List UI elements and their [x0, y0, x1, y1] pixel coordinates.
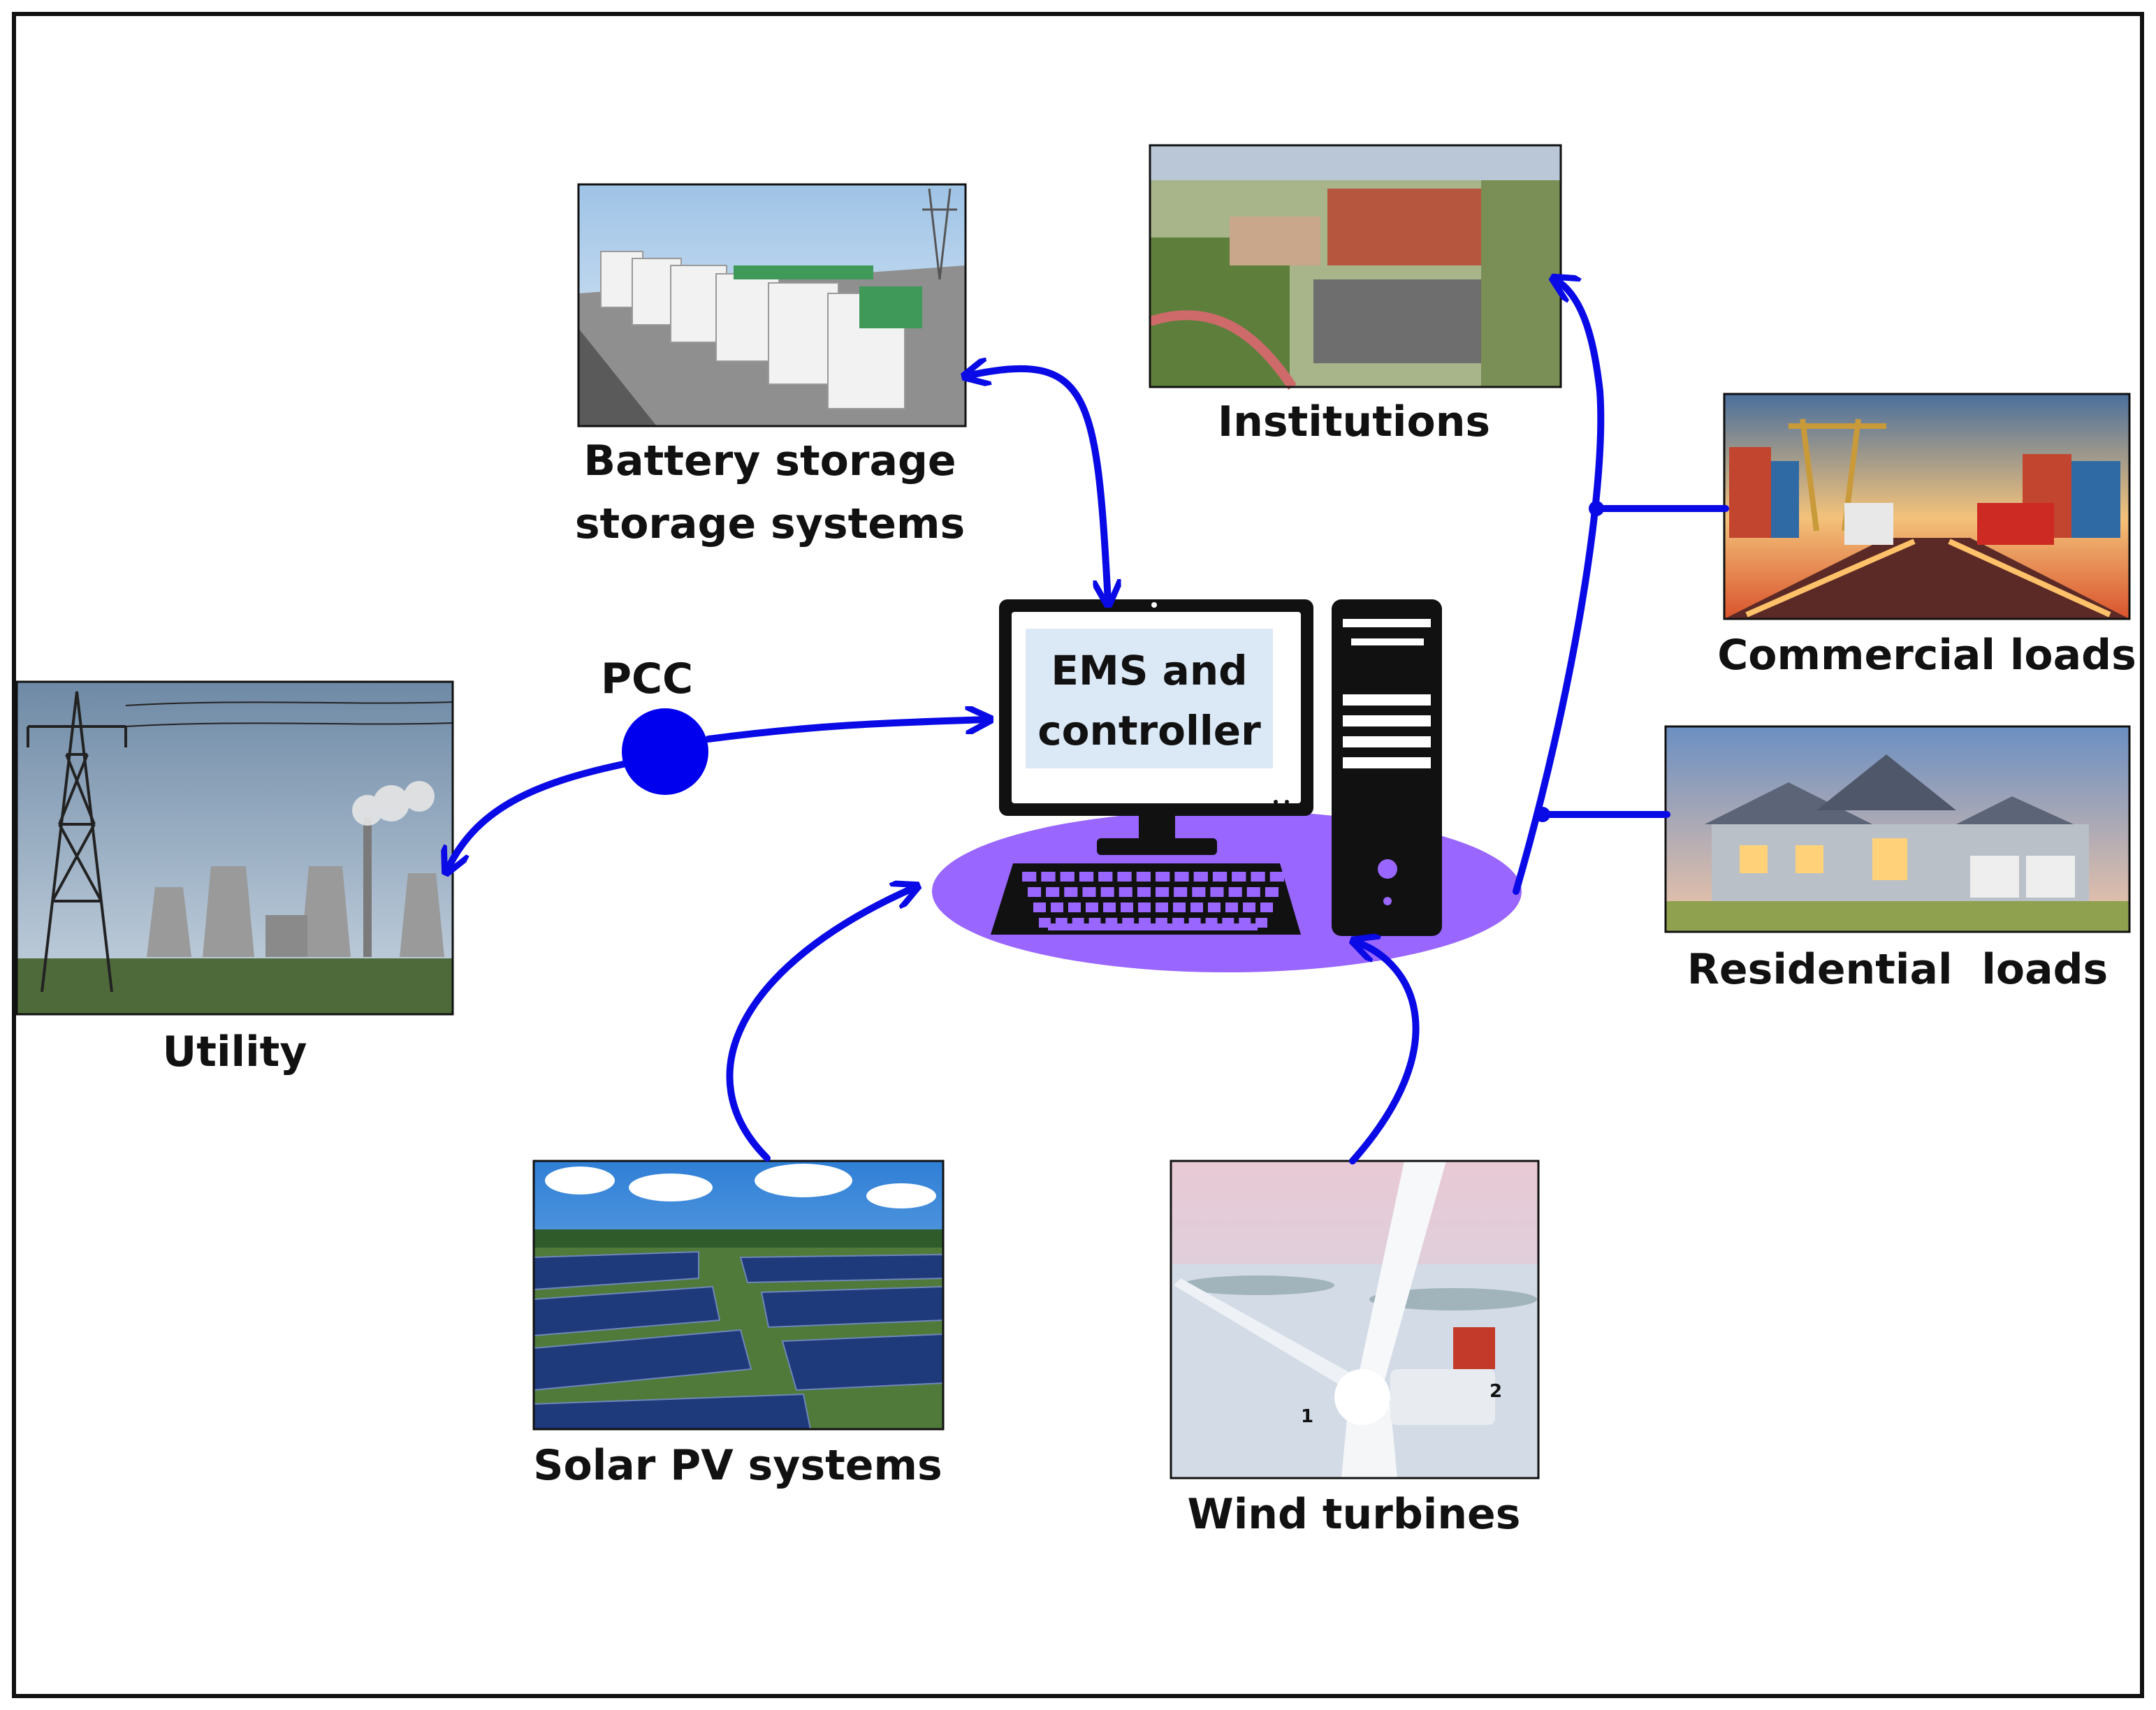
- power-plant-photo: [15, 680, 454, 1016]
- battery-storage-photo: [577, 183, 967, 428]
- turbine-marker-1: 1: [1301, 1406, 1313, 1427]
- pcc-node: [622, 708, 708, 795]
- ems-label-line1: EMS and: [1051, 647, 1247, 694]
- commercial-junction-dot: [1589, 501, 1604, 516]
- residential-label: Residential loads: [1687, 945, 2108, 994]
- battery-ems-connector: [967, 369, 1108, 602]
- wind-turbine-photo: 1 2: [1170, 1160, 1540, 1479]
- outer-frame: [12, 12, 2144, 1698]
- battery-label-line1: Battery storage: [583, 437, 956, 485]
- institutions-label: Institutions: [1218, 397, 1490, 446]
- pcc-ems-connector: [705, 719, 988, 743]
- computer-icon: [991, 599, 1442, 936]
- turbine-marker-2: 2: [1489, 1381, 1502, 1402]
- container-port-photo: [1723, 393, 2131, 620]
- house-photo: [1664, 725, 2131, 933]
- pcc-label: PCC: [601, 655, 693, 703]
- institution-campus-photo: [1148, 144, 1562, 390]
- commercial-label: Commercial loads: [1717, 631, 2136, 680]
- residential-junction-dot: [1535, 807, 1550, 822]
- wind-label: Wind turbines: [1188, 1490, 1521, 1539]
- pcc-utility-connector: [447, 761, 627, 870]
- utility-label: Utility: [163, 1028, 307, 1076]
- load-bus-connector: [1513, 279, 1605, 895]
- battery-label-line2: storage systems: [575, 499, 965, 548]
- ems-label-line2: controller: [1037, 707, 1261, 754]
- wind-ems-connector: [1353, 942, 1420, 1164]
- solar-farm-photo: [532, 1160, 945, 1431]
- solar-label: Solar PV systems: [533, 1441, 942, 1490]
- solar-ems-connector: [726, 887, 915, 1162]
